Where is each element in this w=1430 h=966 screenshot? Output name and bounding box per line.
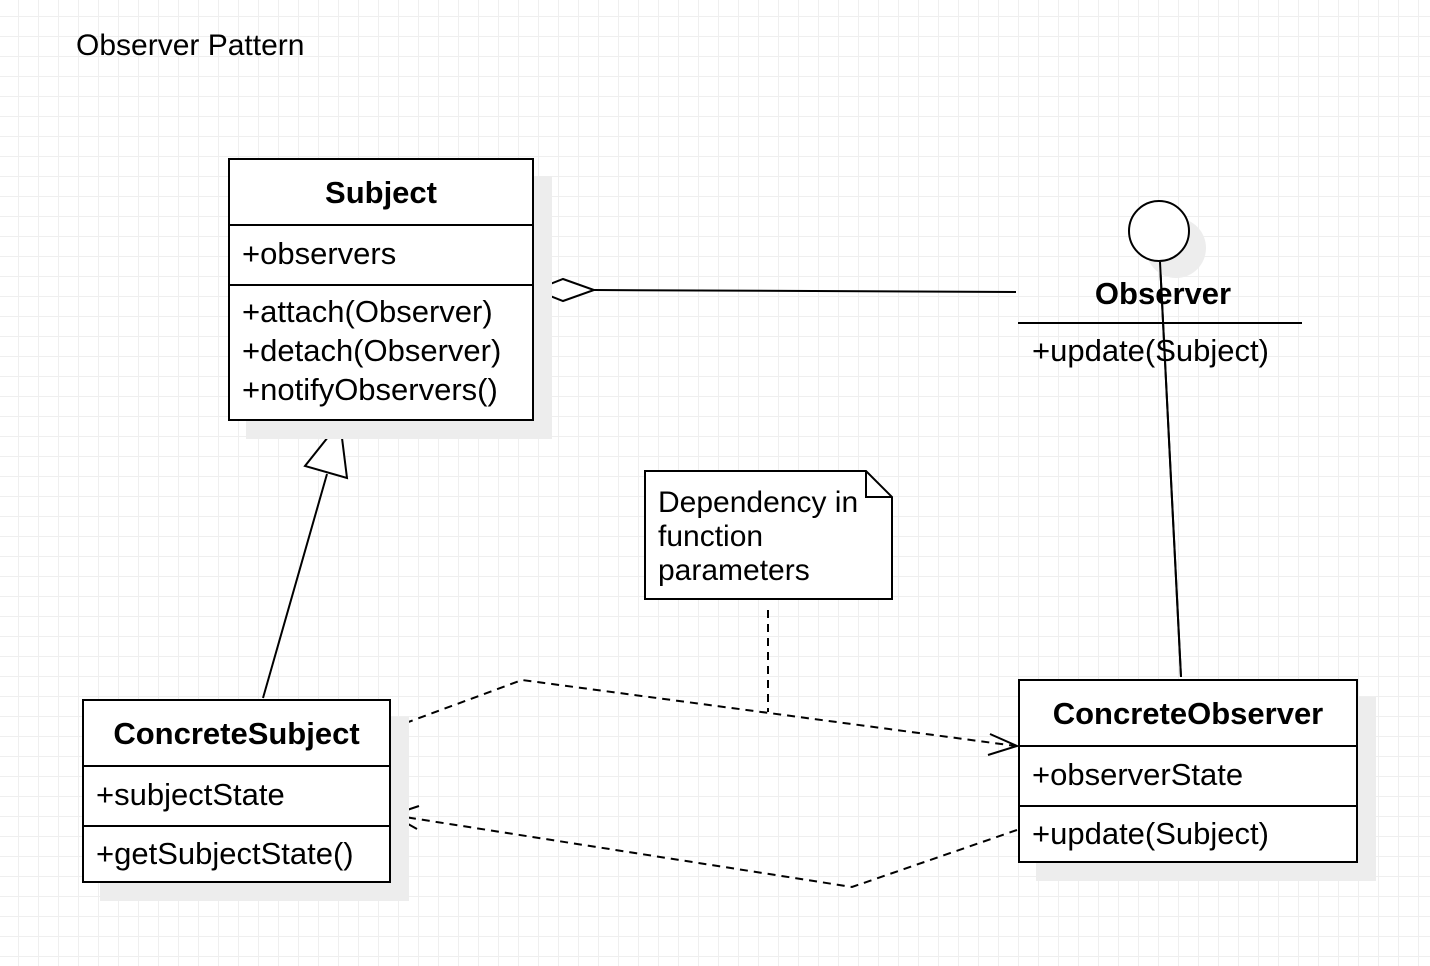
subject-class[interactable]: Subject +observers +attach(Observer) +de… (228, 158, 534, 421)
dependency-arrowhead-subject (389, 805, 420, 830)
note-shape (644, 470, 893, 600)
subject-operation: +attach(Observer) (242, 294, 493, 329)
subject-class-name: Subject (230, 160, 532, 226)
dependency-line-subject-to-observer[interactable] (391, 678, 1017, 747)
note-text: Dependency in function parameters (658, 486, 858, 588)
concrete-subject-attributes: +subjectState (84, 767, 389, 827)
aggregation-line[interactable] (593, 289, 1017, 293)
generalization-arrowhead (303, 419, 349, 480)
note-line: function (658, 520, 764, 553)
dependency-arrowhead-observer (987, 733, 1020, 756)
observer-operation: +update(Subject) (1032, 333, 1269, 368)
concrete-observer-operations: +update(Subject) (1020, 807, 1356, 861)
concrete-observer-operation: +update(Subject) (1032, 816, 1269, 851)
dependency-line-observer-to-subject[interactable] (391, 814, 1018, 889)
concrete-observer-attributes: +observerState (1020, 747, 1356, 807)
dependency-note[interactable]: Dependency in function parameters (644, 470, 894, 600)
subject-operations: +attach(Observer) +detach(Observer) +not… (230, 286, 532, 409)
note-line: Dependency in (658, 486, 859, 519)
interface-circle[interactable] (1128, 200, 1190, 262)
observer-interface[interactable]: Observer +update(Subject) (1018, 270, 1302, 378)
aggregation-diamond (532, 277, 597, 303)
subject-attribute: +observers (242, 236, 397, 271)
concrete-subject-class-name: ConcreteSubject (84, 701, 389, 767)
diagram-title: Observer Pattern (76, 29, 305, 62)
concrete-observer-class[interactable]: ConcreteObserver +observerState +update(… (1018, 679, 1358, 863)
subject-attributes: +observers (230, 226, 532, 286)
concrete-subject-operations: +getSubjectState() (84, 827, 389, 881)
concrete-observer-class-name: ConcreteObserver (1020, 681, 1356, 747)
concrete-observer-attribute: +observerState (1032, 757, 1244, 792)
note-line: parameters (658, 554, 810, 587)
subject-operation: +detach(Observer) (242, 333, 502, 368)
concrete-subject-class[interactable]: ConcreteSubject +subjectState +getSubjec… (82, 699, 391, 883)
generalization-line[interactable] (262, 473, 328, 699)
observer-interface-name: Observer (1018, 270, 1302, 324)
concrete-subject-attribute: +subjectState (96, 777, 285, 812)
subject-operation: +notifyObservers() (242, 372, 498, 407)
concrete-subject-operation: +getSubjectState() (96, 836, 354, 871)
